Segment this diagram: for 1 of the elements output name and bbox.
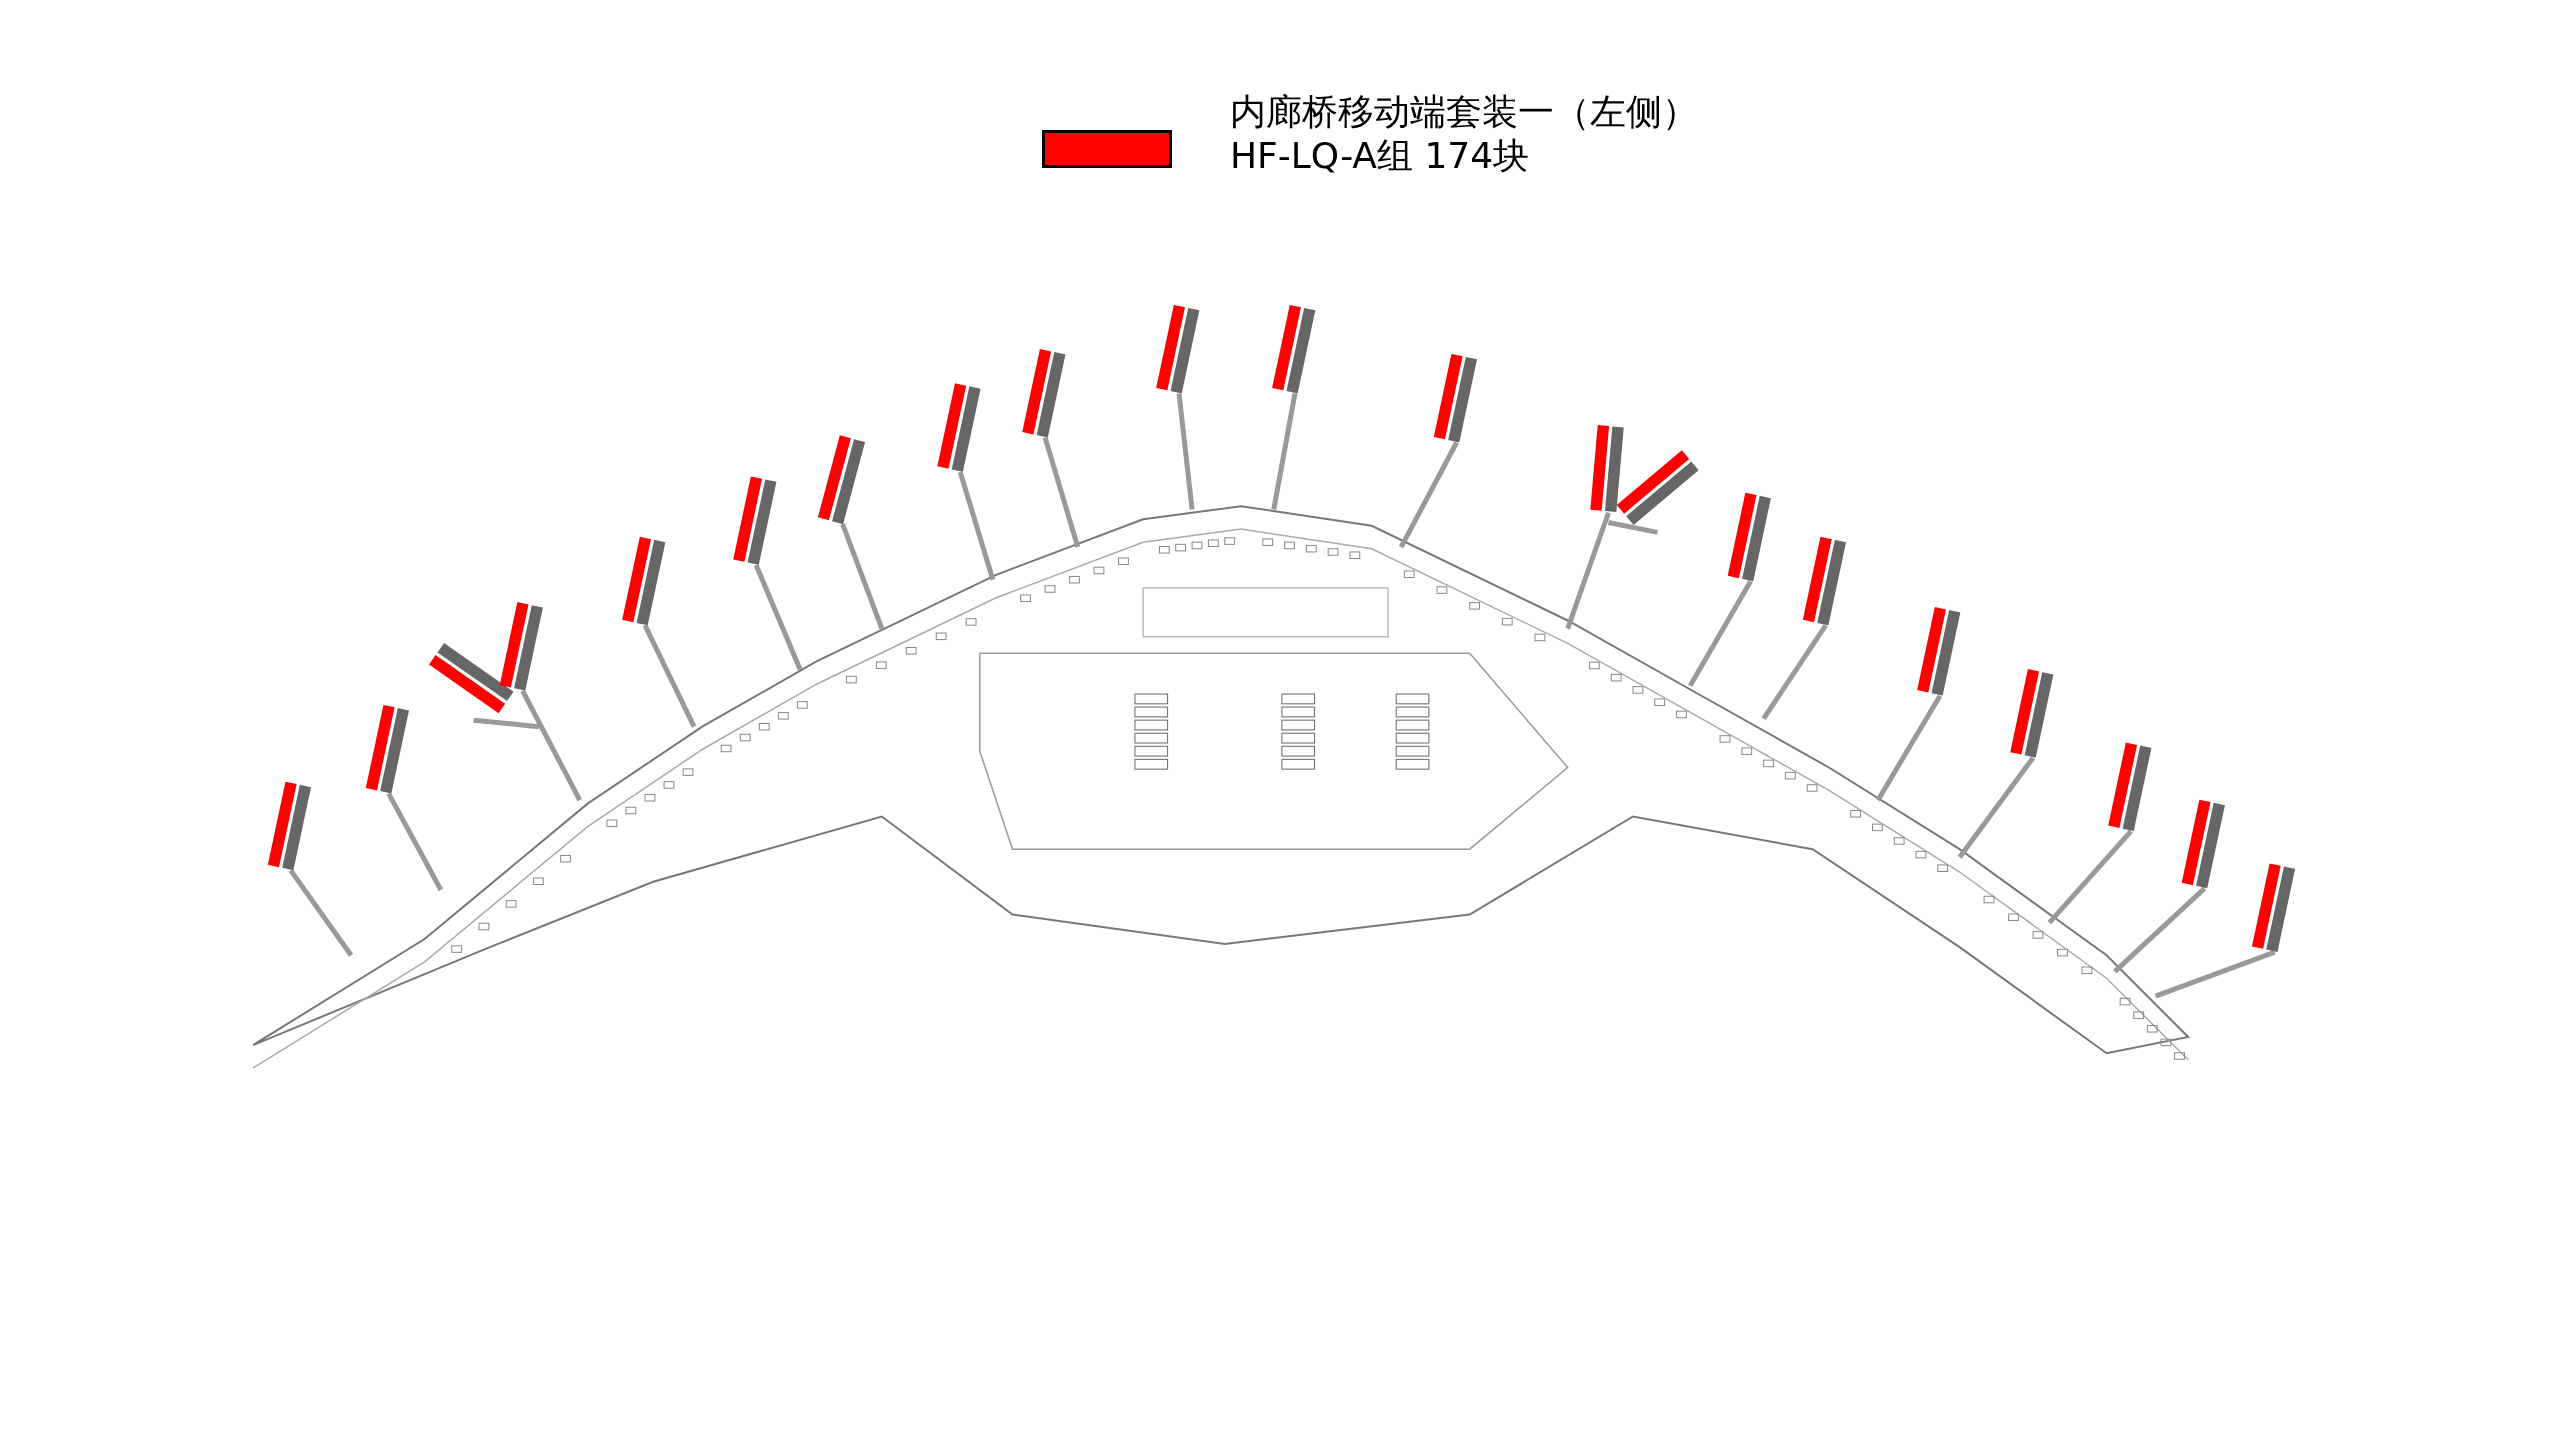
- legend-label: 内廊桥移动端套装一（左侧）HF-LQ-A组 174块: [1230, 90, 1699, 178]
